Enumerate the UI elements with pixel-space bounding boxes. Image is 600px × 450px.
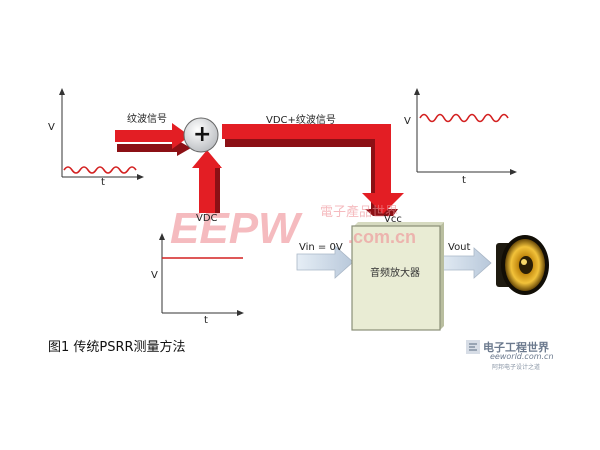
eepw-watermark-url: .com.cn: [348, 227, 416, 247]
eeworld-logo: [466, 340, 480, 354]
eepw-watermark-cn: 電子產品世界: [320, 204, 398, 220]
eeworld-watermark-url: eeworld.com.cn: [490, 352, 554, 361]
ripple-graph-t-label: t: [101, 177, 105, 188]
vdc-arrow: [192, 150, 222, 213]
vout-label: Vout: [448, 242, 471, 253]
dc-signal-graph: [159, 233, 244, 316]
vin-arrow: [296, 245, 354, 279]
vin-label: Vin = 0V: [299, 242, 343, 253]
amplifier-label: 音频放大器: [370, 268, 420, 279]
ripple-signal-graph: [59, 88, 144, 180]
ripple-graph-v-label: V: [48, 122, 55, 133]
vdc-label: VDC: [196, 213, 218, 224]
vcc-label: Vcc: [384, 214, 402, 225]
eeworld-watermark-sub: 阿邦电子设计之道: [492, 364, 541, 371]
summer-plus-symbol: +: [193, 122, 212, 147]
sum-graph-v-label: V: [404, 116, 411, 127]
eepw-watermark-logo: EEPW: [170, 204, 303, 253]
ripple-waveform: [63, 166, 137, 174]
figure-caption: 图1 传统PSRR测量方法: [48, 340, 186, 355]
eepw-watermark: EEPW 電子產品世界 .com.cn: [170, 204, 416, 253]
ripple-label: 纹波信号: [127, 114, 167, 125]
sum-arrow: [222, 124, 404, 216]
summer-node: [183, 117, 219, 153]
audio-amplifier-box: [351, 222, 444, 331]
sum-label: VDC+纹波信号: [266, 115, 336, 126]
sum-graph-t-label: t: [462, 175, 466, 186]
ripple-arrow: [115, 123, 191, 156]
dc-graph-v-label: V: [151, 270, 158, 281]
sum-waveform: [419, 113, 509, 123]
dc-graph-t-label: t: [204, 315, 208, 326]
eeworld-watermark-cn: 电子工程世界: [483, 341, 549, 354]
sum-signal-graph: [414, 88, 517, 175]
speaker-icon: [496, 235, 549, 295]
